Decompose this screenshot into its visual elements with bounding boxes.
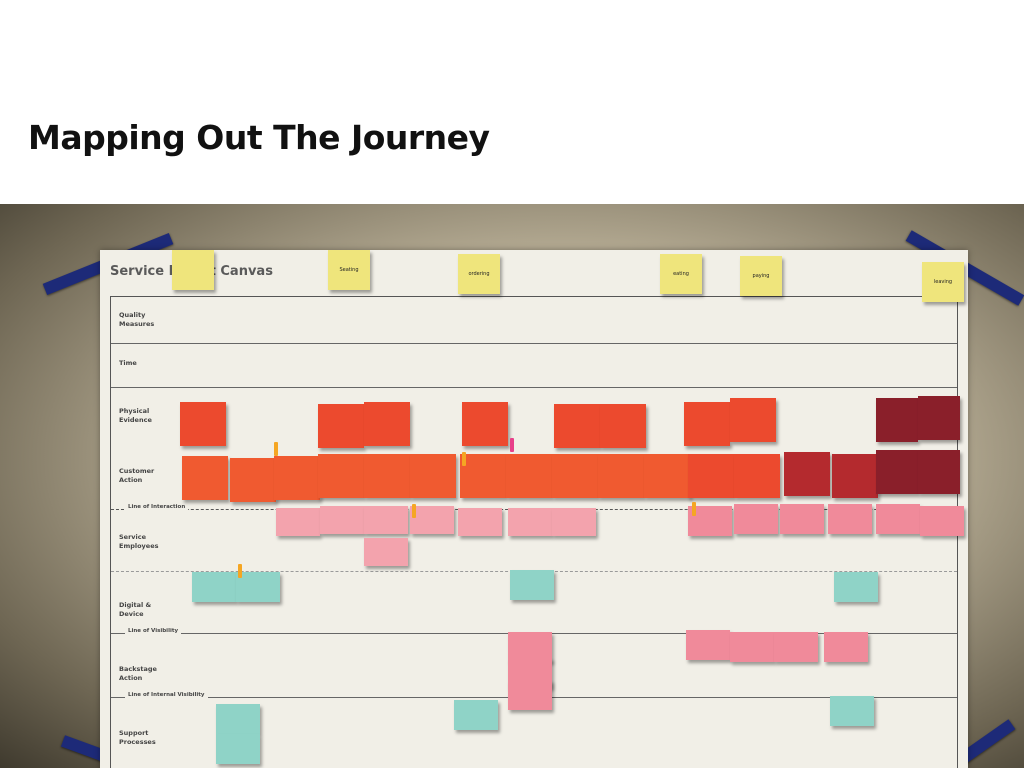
customer-action-note (688, 454, 734, 498)
employee-note (734, 504, 778, 534)
employee-note (364, 538, 408, 566)
customer-action-note (182, 456, 228, 500)
customer-action-note (644, 454, 690, 498)
evidence-note (318, 404, 364, 448)
row-label-digital-device: Digital & Device (119, 601, 152, 618)
customer-action-note (552, 454, 598, 498)
line-label-visibility: Line of Visibility (125, 628, 182, 634)
customer-action-note (410, 454, 456, 498)
line-label-interaction: Line of Interaction (125, 504, 189, 510)
employee-note (828, 504, 872, 534)
employee-note (920, 506, 964, 536)
stage-note-ordering: ordering (458, 254, 500, 294)
row-divider (111, 387, 957, 388)
evidence-note (462, 402, 508, 446)
digital-note (236, 572, 280, 602)
stage-note-seating: Seating (328, 250, 370, 290)
digital-note (510, 570, 554, 600)
row-label-physical-evidence: Physical Evidence (119, 407, 152, 424)
customer-action-note (274, 456, 320, 500)
blueprint-photo: Service Bl…int Canvas Quality Measures T… (0, 204, 1024, 768)
customer-action-note (832, 454, 878, 498)
customer-action-note (734, 454, 780, 498)
row-label-time: Time (119, 359, 137, 367)
digital-note (192, 572, 236, 602)
customer-action-note (876, 450, 918, 494)
customer-action-note (784, 452, 830, 496)
support-note (216, 704, 260, 734)
evidence-note (730, 398, 776, 442)
evidence-note (876, 398, 918, 442)
evidence-note (684, 402, 730, 446)
evidence-note (180, 402, 226, 446)
employee-note (876, 504, 920, 534)
row-divider (111, 343, 957, 344)
employee-note (458, 508, 502, 536)
employee-note (552, 508, 596, 536)
flag-marker (692, 502, 696, 516)
stage-note-leaving: leaving (922, 262, 964, 302)
row-label-support-processes: Support Processes (119, 729, 156, 746)
slide-title: Mapping Out The Journey (28, 118, 490, 157)
customer-action-note (598, 454, 644, 498)
employee-note (276, 508, 320, 536)
customer-action-note (230, 458, 276, 502)
support-note (216, 734, 260, 764)
flag-marker (274, 442, 278, 456)
flag-marker (510, 438, 514, 452)
evidence-note (600, 404, 646, 448)
backstage-note (774, 632, 818, 662)
support-note (830, 696, 874, 726)
customer-action-note (918, 450, 960, 494)
customer-action-note (506, 454, 552, 498)
line-label-internal-visibility: Line of Internal Visibility (125, 692, 208, 698)
customer-action-note (318, 454, 364, 498)
customer-action-note (460, 454, 506, 498)
customer-action-note (364, 454, 410, 498)
row-label-service-employees: Service Employees (119, 533, 159, 550)
backstage-note (824, 632, 868, 662)
evidence-note (918, 396, 960, 440)
employee-note (410, 506, 454, 534)
evidence-note (364, 402, 410, 446)
stage-note-eating: eating (660, 254, 702, 294)
backstage-note (730, 632, 774, 662)
employee-note (364, 506, 408, 534)
row-label-customer-action: Customer Action (119, 467, 155, 484)
employee-note (780, 504, 824, 534)
flag-marker (412, 504, 416, 518)
support-note (454, 700, 498, 730)
employee-note (508, 508, 552, 536)
row-label-quality-measures: Quality Measures (119, 311, 155, 328)
evidence-note (554, 404, 600, 448)
employee-note (320, 506, 364, 534)
stage-note-paying: paying (740, 256, 782, 296)
row-label-backstage-action: Backstage Action (119, 665, 157, 682)
backstage-note (508, 680, 552, 710)
stage-note (172, 250, 214, 290)
flag-marker (462, 452, 466, 466)
digital-note (834, 572, 878, 602)
backstage-note (508, 632, 552, 662)
flag-marker (238, 564, 242, 578)
backstage-note (686, 630, 730, 660)
